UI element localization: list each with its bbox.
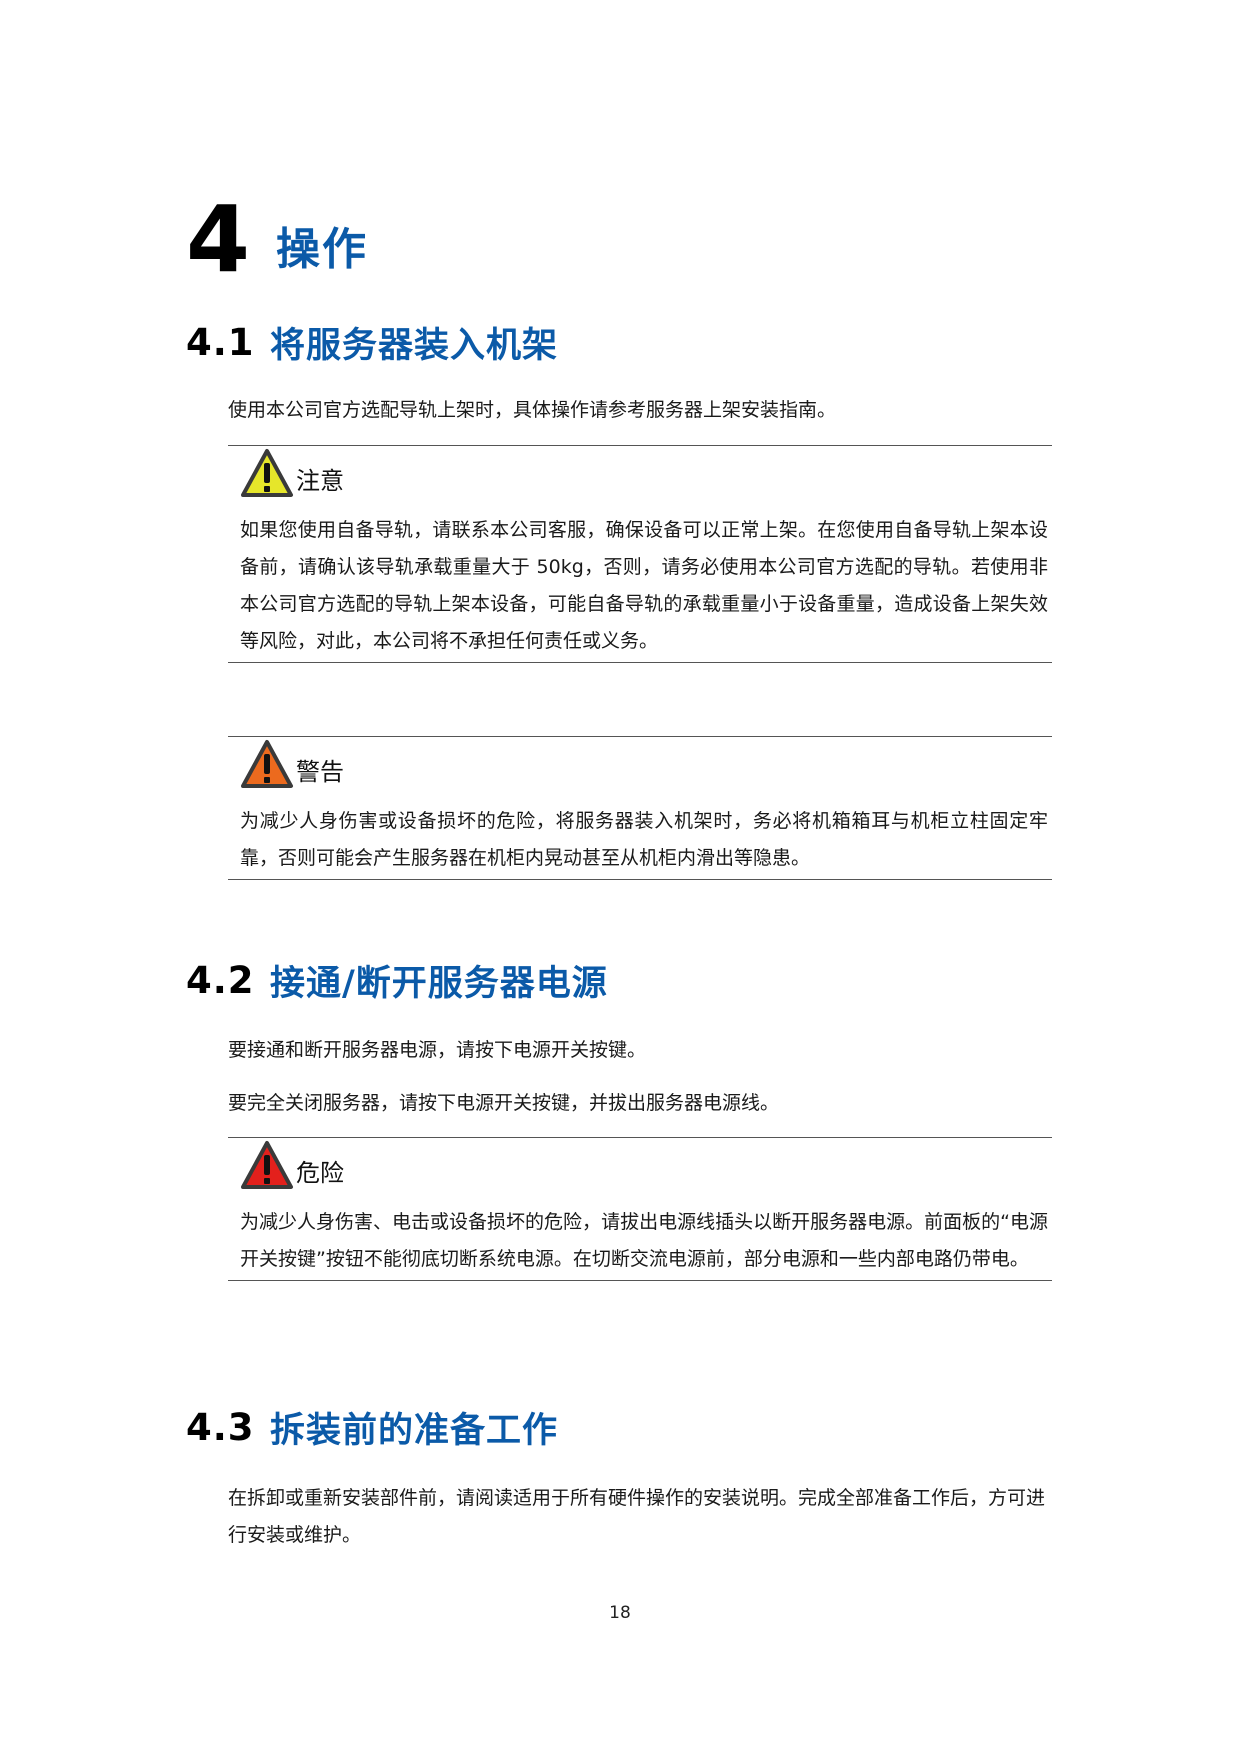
notice-text: 为减少人身伤害或设备损坏的危险，将服务器装入机架时，务必将机箱箱耳与机柜立柱固定… (240, 810, 1048, 869)
page-number: 18 (609, 1603, 631, 1623)
notice-text: 为减少人身伤害、电击或设备损坏的危险，请拔出电源线插头以断开服务器电源。前面板的… (240, 1211, 1048, 1270)
section-title: 接通/断开服务器电源 (270, 963, 608, 1004)
notice-text: 如果您使用自备导轨，请联系本公司客服，确保设备可以正常上架。在您使用自备导轨上架… (240, 519, 1048, 652)
caution-triangle-icon (240, 448, 294, 498)
chapter-title: 操作 (276, 224, 369, 275)
section-heading-4-2: 4.2 接通/断开服务器电源 (186, 955, 608, 1005)
notice-label: 危险 (296, 1159, 344, 1187)
notice-label: 注意 (296, 467, 344, 495)
warning-notice: 警告 为减少人身伤害或设备损坏的危险，将服务器装入机架时，务必将机箱箱耳与机柜立… (228, 736, 1052, 880)
section-title: 拆装前的准备工作 (270, 1410, 559, 1451)
notice-label: 警告 (296, 758, 344, 786)
notice-header: 危险 (240, 1140, 1052, 1190)
paragraph: 在拆卸或重新安装部件前，请阅读适用于所有硬件操作的安装说明。完成全部准备工作后，… (228, 1487, 1046, 1546)
caution-notice: 注意 如果您使用自备导轨，请联系本公司客服，确保设备可以正常上架。在您使用自备导… (228, 445, 1052, 663)
paragraph: 要完全关闭服务器，请按下电源开关按键，并拔出服务器电源线。 (228, 1092, 780, 1114)
section-heading-4-1: 4.1 将服务器装入机架 (186, 317, 558, 367)
section-number: 4.3 (186, 1405, 255, 1449)
notice-header: 注意 (240, 448, 1052, 498)
chapter-number: 4 (186, 186, 251, 293)
danger-triangle-icon (240, 1140, 294, 1190)
paragraph: 要接通和断开服务器电源，请按下电源开关按键。 (228, 1039, 647, 1061)
paragraph: 使用本公司官方选配导轨上架时，具体操作请参考服务器上架安装指南。 (228, 399, 837, 421)
section-number: 4.2 (186, 958, 255, 1002)
notice-header: 警告 (240, 739, 1052, 789)
section-heading-4-3: 4.3 拆装前的准备工作 (186, 1402, 558, 1452)
danger-notice: 危险 为减少人身伤害、电击或设备损坏的危险，请拔出电源线插头以断开服务器电源。前… (228, 1137, 1052, 1281)
warning-triangle-icon (240, 739, 294, 789)
chapter-heading: 4 操作 (186, 190, 368, 290)
section-number: 4.1 (186, 320, 255, 364)
section-title: 将服务器装入机架 (270, 325, 559, 366)
